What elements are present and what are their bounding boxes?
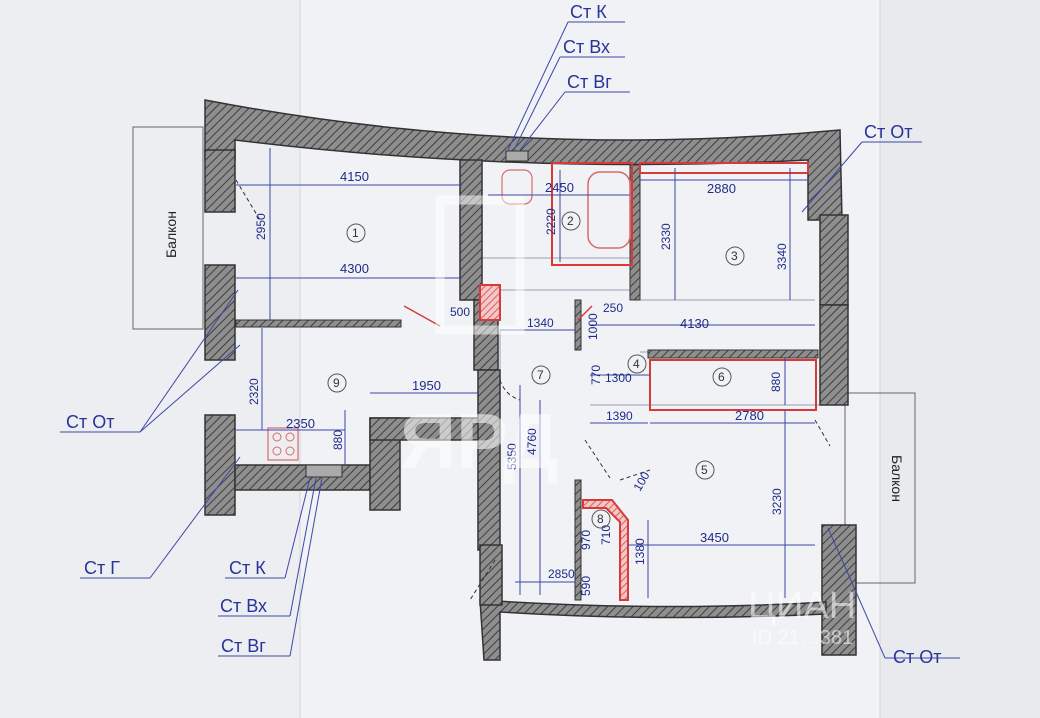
room-number-3: 3 <box>731 249 738 263</box>
room-markers: 1 2 3 4 5 6 7 8 9 <box>327 211 745 529</box>
dim-4150: 4150 <box>340 169 369 184</box>
stove <box>267 427 299 461</box>
room-number-8: 8 <box>597 512 604 526</box>
dim-970: 970 <box>579 530 593 550</box>
dim-2350: 2350 <box>286 416 315 431</box>
balcony-left <box>132 126 204 330</box>
dim-2330: 2330 <box>659 223 673 250</box>
dim-1950: 1950 <box>412 378 441 393</box>
dim-500: 500 <box>450 305 470 319</box>
dim-1000: 1000 <box>586 313 600 340</box>
room-number-9: 9 <box>333 376 340 390</box>
riser-top <box>505 150 529 162</box>
dim-2450: 2450 <box>545 180 574 195</box>
dim-1390: 1390 <box>606 409 633 423</box>
dim-5350: 5350 <box>505 443 519 470</box>
dim-2850: 2850 <box>548 567 575 581</box>
dim-2220: 2220 <box>544 208 558 235</box>
room-number-6: 6 <box>718 370 725 384</box>
dim-880-room6: 880 <box>769 372 783 392</box>
dimension-lines <box>236 148 815 598</box>
balcony-right-label: Балкон <box>889 455 905 502</box>
label-st-ot-bottom: Ст От <box>893 647 942 667</box>
dim-4760: 4760 <box>525 428 539 455</box>
dim-250: 250 <box>603 301 623 315</box>
room-number-7: 7 <box>537 368 544 382</box>
dim-880-kitchen: 880 <box>331 430 345 450</box>
riser-bottom <box>305 464 343 478</box>
dim-1380: 1380 <box>633 538 647 565</box>
dim-710: 710 <box>599 525 613 545</box>
watermark-id: ID 21…381 <box>752 627 853 649</box>
dim-2320: 2320 <box>247 378 261 405</box>
dim-770: 770 <box>589 365 603 385</box>
dim-1300: 1300 <box>605 371 632 385</box>
dim-2780: 2780 <box>735 408 764 423</box>
room-number-5: 5 <box>701 463 708 477</box>
doors <box>403 305 593 327</box>
dim-4300: 4300 <box>340 261 369 276</box>
label-st-vx-top: Ст Вх <box>563 37 610 57</box>
dim-1340: 1340 <box>527 316 554 330</box>
paper-sheet-right <box>880 0 1040 718</box>
watermark-yard: ЯРД <box>400 195 559 485</box>
label-st-ot-left: Ст От <box>66 412 115 432</box>
balcony-left-label: Балкон <box>163 211 179 258</box>
bathtub <box>587 171 631 249</box>
watermark-cian: ЦИАН <box>748 585 856 627</box>
label-st-vg-bottom: Ст Вг <box>221 636 266 656</box>
dim-2880: 2880 <box>707 181 736 196</box>
dim-3230: 3230 <box>770 488 784 515</box>
room-number-4: 4 <box>633 357 640 371</box>
label-st-g: Ст Г <box>84 558 120 578</box>
balcony-right <box>844 392 916 584</box>
red-partitions <box>479 162 817 601</box>
dim-4130: 4130 <box>680 316 709 331</box>
room-number-1: 1 <box>352 226 359 240</box>
label-st-ot-top: Ст От <box>864 122 913 142</box>
dim-3450: 3450 <box>700 530 729 545</box>
room-number-2: 2 <box>567 214 574 228</box>
leader-lines <box>60 21 960 659</box>
dim-3340: 3340 <box>775 243 789 270</box>
label-st-k-bottom: Ст К <box>229 558 266 578</box>
watermark-text: ЯРД <box>400 397 559 485</box>
dim-2950: 2950 <box>254 213 268 240</box>
label-st-k-top: Ст К <box>570 2 607 22</box>
label-st-vg-top: Ст Вг <box>567 72 612 92</box>
label-st-vx-bottom: Ст Вх <box>220 596 267 616</box>
dim-590: 590 <box>579 576 593 596</box>
